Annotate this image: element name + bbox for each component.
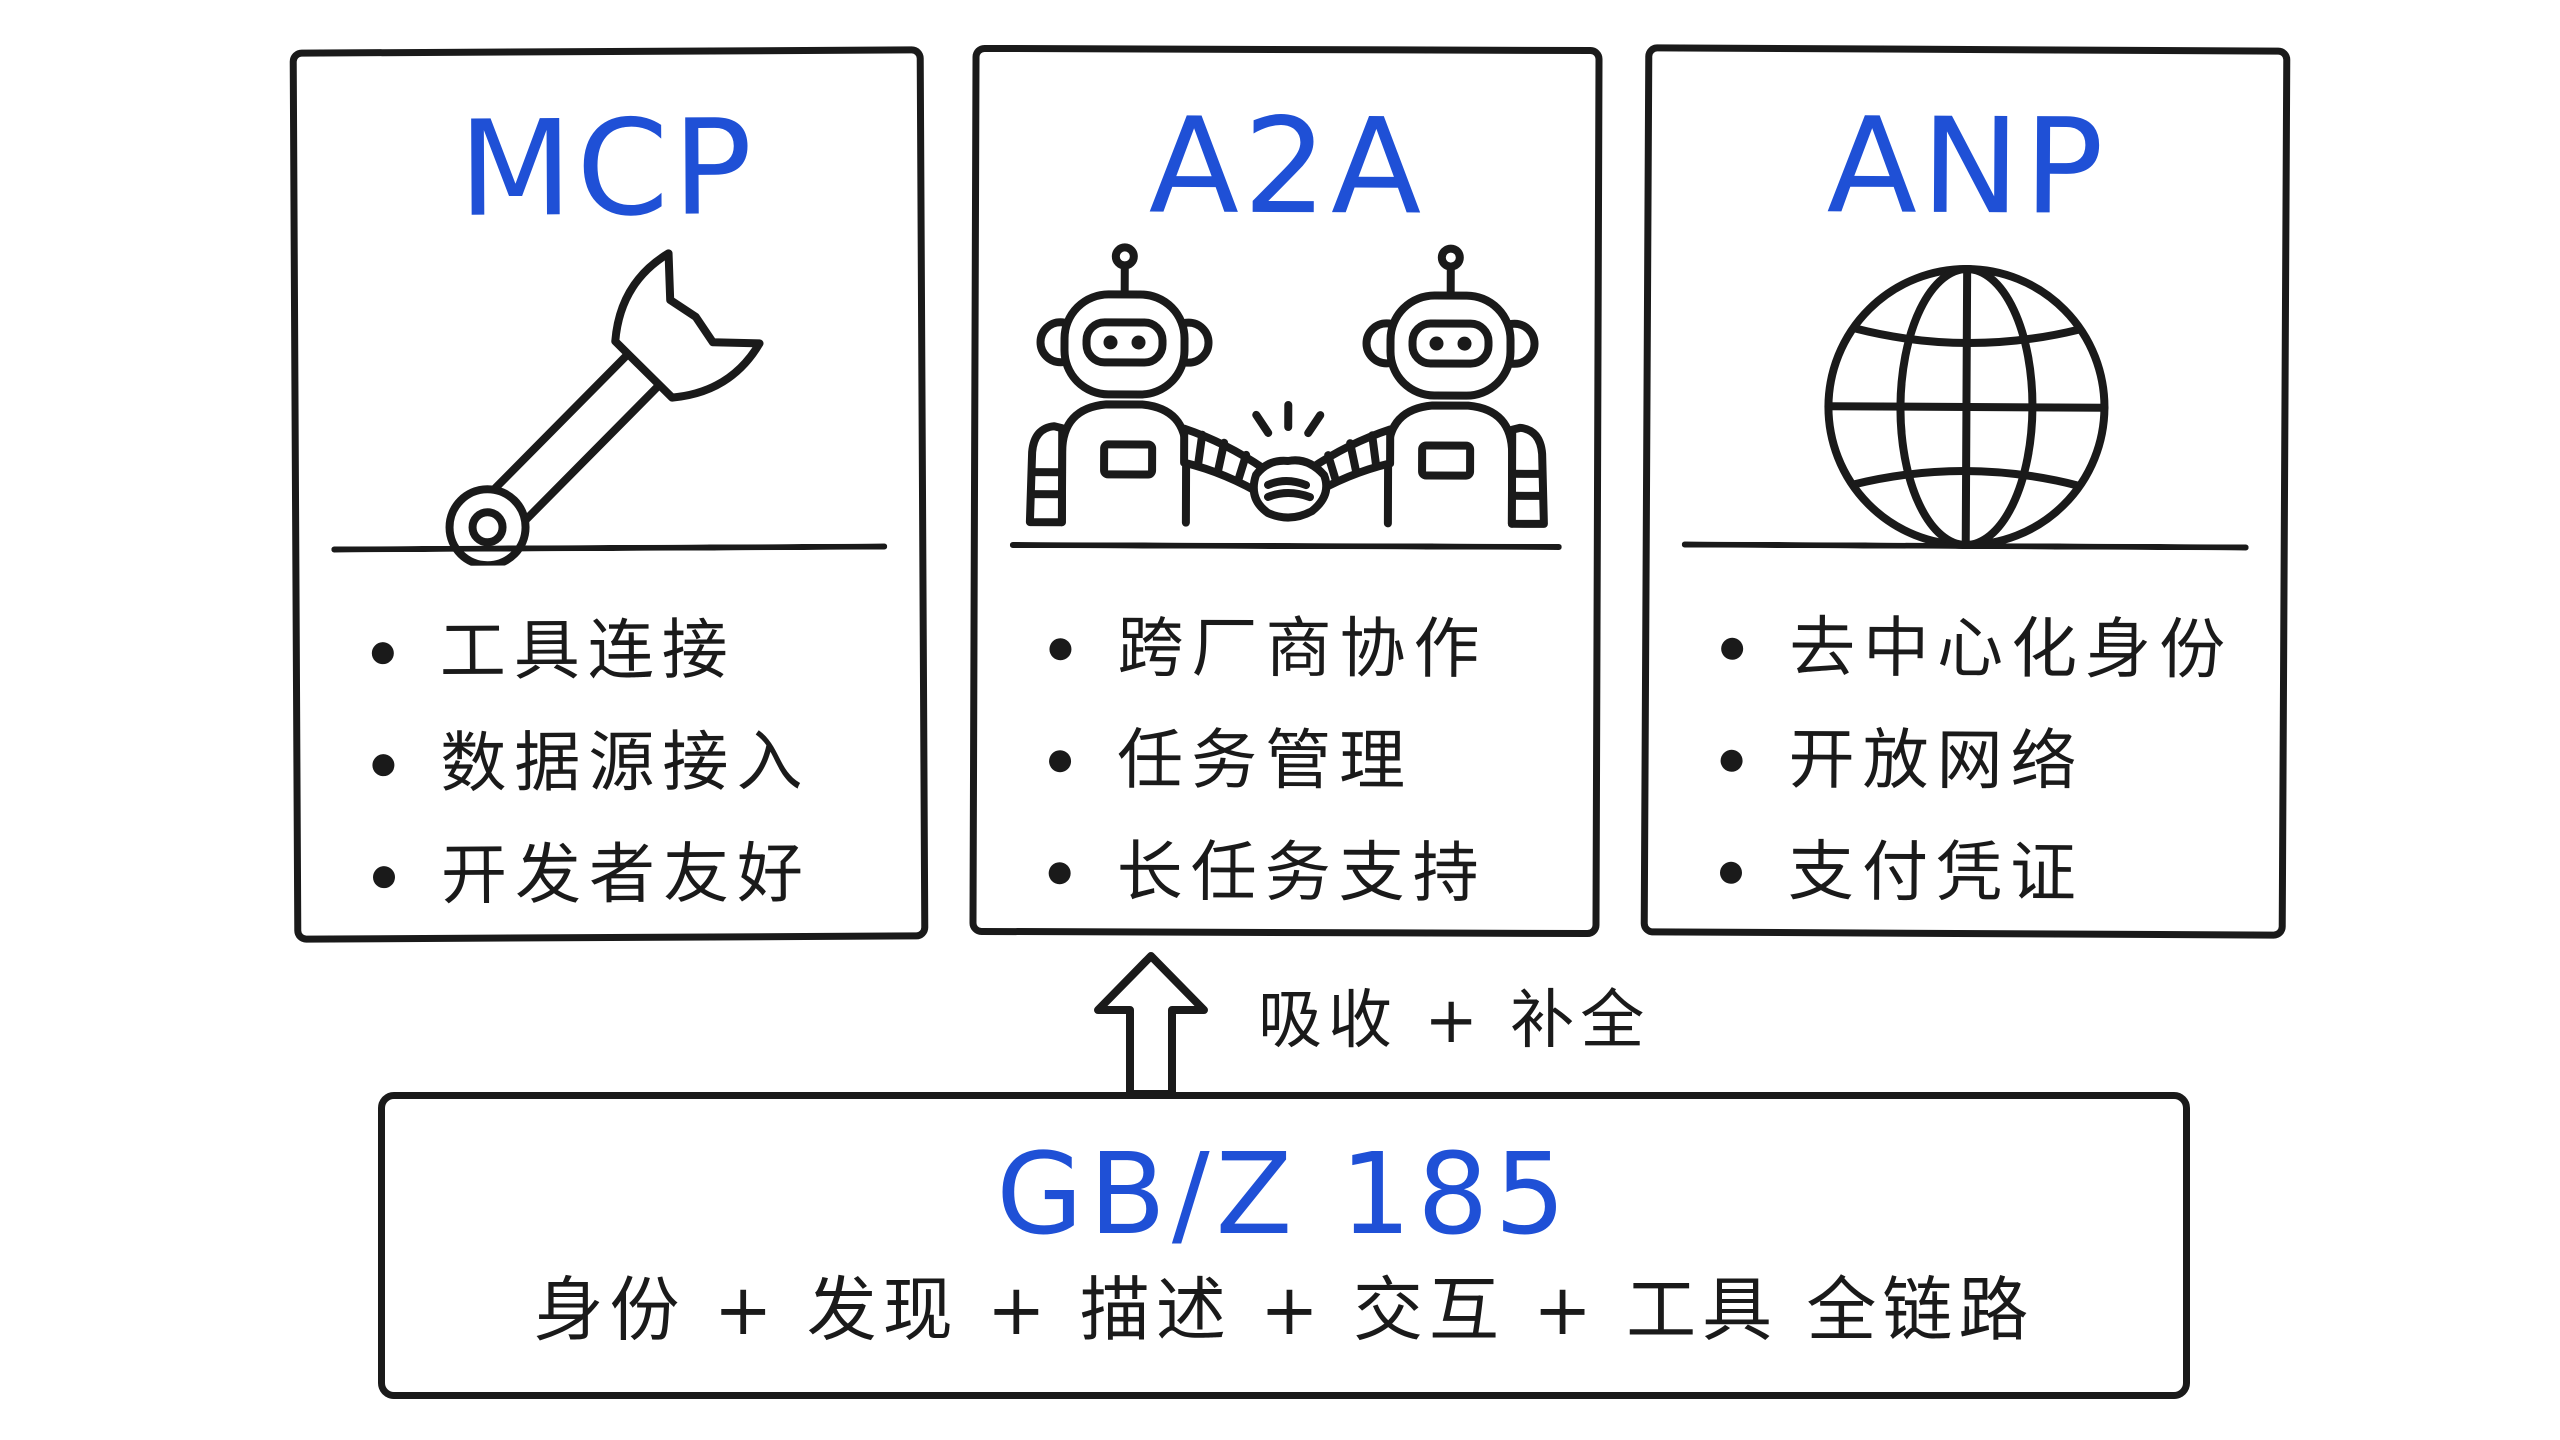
globe-icon	[1823, 265, 2108, 550]
standard-title: GB/Z 185	[996, 1130, 1572, 1260]
card-title: ANP	[1826, 89, 2108, 245]
bullet-icon	[1719, 861, 1743, 884]
bullet-icon	[1721, 637, 1744, 660]
list-item: 去中心化身份	[1721, 592, 2261, 707]
list-item: 任务管理	[1049, 704, 1573, 818]
card-title: A2A	[1148, 89, 1426, 245]
bullet-icon	[1048, 862, 1071, 885]
list-item: 开放网络	[1720, 704, 2260, 819]
protocol-card-mcp: MCP 工具连接 数据源接入 开发者友好	[289, 46, 929, 943]
feature-list: 工具连接 数据源接入 开发者友好	[371, 593, 902, 932]
robots-handshake-icon	[1025, 243, 1548, 528]
bullet-icon	[371, 642, 394, 665]
standard-box: GB/Z 185 身份 + 发现 + 描述 + 交互 + 工具 全链路	[378, 1092, 2190, 1399]
feature-list: 跨厂商协作 任务管理 长任务支持	[1048, 592, 1573, 930]
bullet-icon	[1049, 638, 1072, 661]
list-item: 长任务支持	[1048, 816, 1572, 930]
card-title: MCP	[458, 91, 757, 247]
protocol-card-anp: ANP 去中心化身份 开放网络 支付凭证	[1640, 44, 2291, 939]
list-item: 开发者友好	[372, 817, 902, 932]
bullet-icon	[372, 866, 396, 889]
standard-subtitle: 身份 + 发现 + 描述 + 交互 + 工具 全链路	[533, 1269, 2035, 1351]
feature-list: 去中心化身份 开放网络 支付凭证	[1719, 592, 2261, 931]
bullet-icon	[1720, 749, 1743, 772]
bullet-icon	[372, 754, 395, 777]
arrow-label: 吸收 + 补全	[1258, 984, 1651, 1058]
list-item: 跨厂商协作	[1049, 592, 1573, 706]
list-item: 数据源接入	[372, 705, 901, 820]
protocol-card-a2a: A2A	[969, 44, 1603, 938]
bullet-icon	[1049, 750, 1072, 773]
wrench-icon	[445, 249, 764, 567]
up-arrow-icon	[1094, 952, 1208, 1098]
list-item: 支付凭证	[1719, 816, 2260, 931]
list-item: 工具连接	[371, 593, 901, 708]
